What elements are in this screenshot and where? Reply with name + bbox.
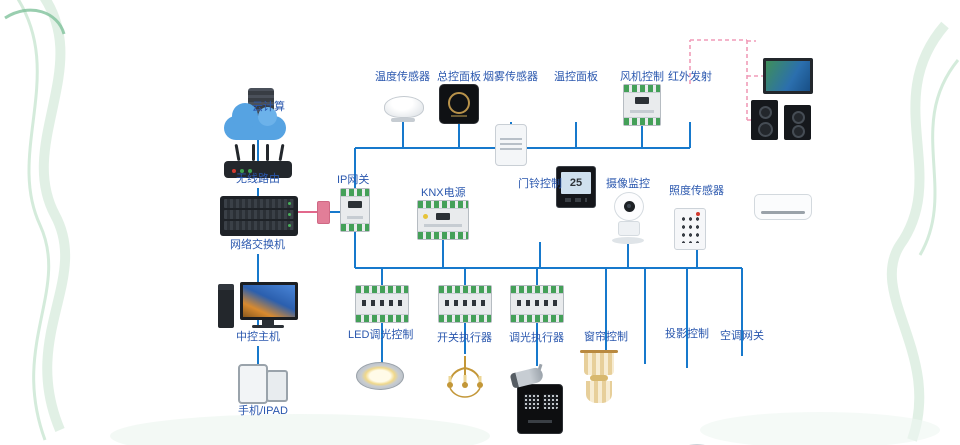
curtain-control-label: 窗帘控制 bbox=[584, 331, 628, 343]
tv-icon bbox=[763, 58, 813, 94]
led-dimmer-module-icon bbox=[355, 285, 409, 323]
downlight-icon bbox=[356, 362, 404, 390]
ip-gateway-label: IP网关 bbox=[337, 174, 370, 186]
knx-power-module-icon bbox=[417, 200, 469, 240]
thermostat-label: 温控面板 bbox=[554, 71, 598, 83]
host-pc-icon bbox=[218, 282, 298, 328]
doorbell-icon bbox=[517, 384, 563, 434]
fan-control-label: 风机控制 bbox=[620, 71, 664, 83]
spotlight-icon bbox=[505, 363, 549, 394]
ir-emitter-icon bbox=[674, 208, 706, 250]
chandelier-icon bbox=[445, 354, 485, 400]
cloud-icon bbox=[222, 88, 294, 142]
tablets-icon bbox=[238, 364, 290, 404]
lux-sensor-label: 照度传感器 bbox=[669, 185, 724, 197]
ir-emitter-label: 红外发射 bbox=[668, 71, 712, 83]
mobile-label: 手机/IPAD bbox=[238, 405, 288, 417]
ac-unit-icon bbox=[754, 194, 812, 220]
thermostat-display: 25 bbox=[561, 172, 591, 194]
speakers-icon bbox=[751, 100, 813, 140]
doorbell-label: 门铃控制 bbox=[518, 178, 562, 190]
dim-actuator-module-icon bbox=[510, 285, 564, 323]
thermostat-icon: 25 bbox=[556, 166, 596, 208]
switch-actuator-module-icon bbox=[438, 285, 492, 323]
curtain-icon bbox=[580, 350, 618, 404]
switch-icon bbox=[220, 196, 298, 236]
smoke-sensor-label: 烟雾传感器 bbox=[483, 71, 538, 83]
knx-power-label: KNX电源 bbox=[421, 187, 466, 199]
fan-control-module-icon bbox=[623, 84, 661, 126]
smoke-sensor-icon bbox=[495, 124, 527, 166]
temp-sensor-label: 温度传感器 bbox=[375, 71, 430, 83]
dome-sensor-icon bbox=[384, 96, 424, 122]
router-label: 无线路由 bbox=[236, 173, 280, 185]
host-label: 中控主机 bbox=[236, 331, 280, 343]
coupler-icon bbox=[317, 201, 330, 224]
ac-gateway-label: 空调网关 bbox=[720, 330, 764, 342]
projector-control-label: 投影控制 bbox=[665, 328, 709, 340]
ip-gateway-module-icon bbox=[340, 188, 370, 232]
master-panel-label: 总控面板 bbox=[437, 71, 481, 83]
ptz-camera-icon bbox=[606, 190, 650, 244]
dim-actuator-label: 调光执行器 bbox=[509, 332, 564, 344]
camera-label: 摄像监控 bbox=[606, 178, 650, 190]
switch-label: 网络交换机 bbox=[230, 239, 285, 251]
master-panel-icon bbox=[439, 84, 479, 124]
cloud-label: 云计算 bbox=[252, 101, 285, 113]
switch-actuator-label: 开关执行器 bbox=[437, 332, 492, 344]
led-dimmer-label: LED调光控制 bbox=[348, 329, 414, 341]
router-icon bbox=[224, 143, 292, 180]
